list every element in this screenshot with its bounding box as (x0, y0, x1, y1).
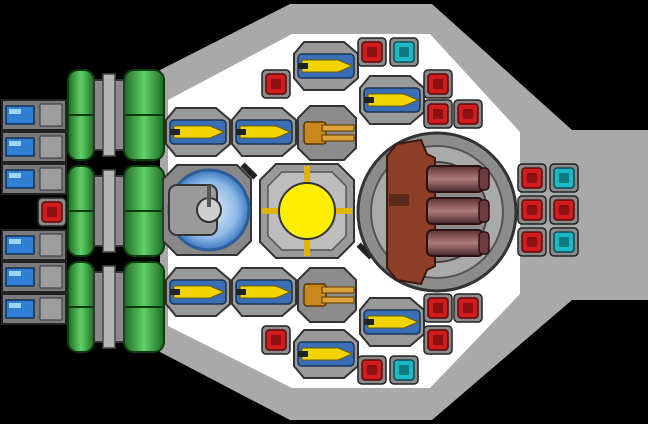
main-cannon-icon (356, 131, 518, 293)
red-module-icon (423, 293, 453, 323)
missile-launcher-icon (293, 329, 359, 379)
thruster-icon (1, 99, 67, 131)
gold-turret-icon (297, 267, 357, 323)
fuel-tank-icon (67, 261, 95, 353)
missile-launcher-array (165, 41, 425, 379)
teal-module-icon (389, 355, 419, 385)
thruster-icon (1, 261, 67, 293)
pipe-connector (93, 265, 125, 349)
thruster-array (1, 99, 67, 325)
cannon-barrel (426, 229, 490, 257)
fuel-tank-array (67, 69, 165, 353)
red-module-icon (261, 325, 291, 355)
thruster-icon (1, 131, 67, 163)
red-module-icon (453, 293, 483, 323)
gold-turret-array (297, 105, 357, 323)
teal-module-icon (549, 227, 579, 257)
missile-launcher-icon (231, 107, 297, 157)
missile-launcher-icon (359, 75, 425, 125)
fuel-tank-icon (123, 261, 165, 353)
red-module-icon (261, 69, 291, 99)
fuel-tank-icon (123, 69, 165, 161)
thruster-icon (1, 229, 67, 261)
missile-launcher-icon (231, 267, 297, 317)
missile-launcher-icon (359, 297, 425, 347)
fuel-tank-icon (67, 165, 95, 257)
reactor-core-icon (240, 162, 374, 260)
engine-dome-icon (162, 164, 252, 256)
cannon-barrel (426, 197, 490, 225)
missile-launcher-icon (165, 107, 231, 157)
pipe-connector (93, 73, 125, 157)
pipe-connector (93, 169, 125, 253)
cannon-barrel (426, 165, 490, 193)
fuel-tank-icon (123, 165, 165, 257)
teal-module-icon (549, 163, 579, 193)
thruster-icon (1, 293, 67, 325)
fuel-tank-icon (67, 69, 95, 161)
red-module-icon (549, 195, 579, 225)
red-module-icon (517, 195, 547, 225)
red-module-icon (423, 325, 453, 355)
red-module-icon (37, 197, 67, 227)
red-module-icon (423, 69, 453, 99)
gold-turret-icon (297, 105, 357, 161)
missile-launcher-icon (165, 267, 231, 317)
red-module-icon (357, 355, 387, 385)
red-module-icon (357, 37, 387, 67)
thruster-icon (1, 163, 67, 195)
red-module-icon (517, 163, 547, 193)
red-module-icon (517, 227, 547, 257)
missile-launcher-icon (293, 41, 359, 91)
red-module-icon (453, 99, 483, 129)
teal-module-icon (389, 37, 419, 67)
red-module-icon (423, 99, 453, 129)
module-grid (37, 37, 579, 385)
